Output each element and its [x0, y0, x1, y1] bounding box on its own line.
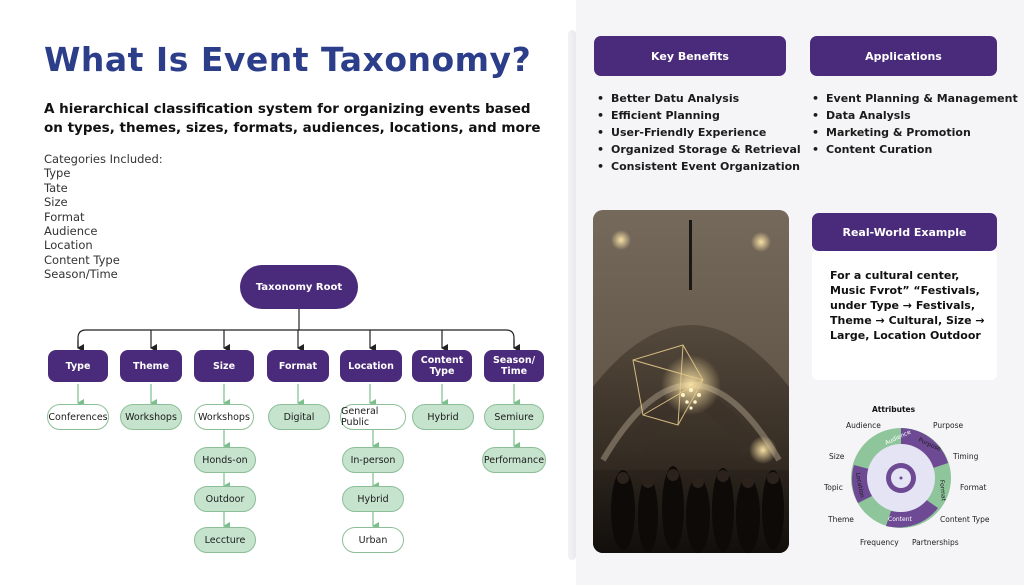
category-node-type[interactable]: Type [48, 350, 108, 382]
attribute-label: Timing [953, 452, 979, 461]
category-item: Format [44, 209, 85, 224]
taxonomy-tree: Taxonomy Root Type Theme Size Format Loc… [47, 265, 546, 553]
leaf-semiure[interactable]: Semiure [484, 404, 544, 430]
category-node-label: Season/ Time [492, 355, 536, 377]
ring-label-content: Content [888, 516, 913, 523]
real-world-example-card [812, 250, 997, 380]
categories-heading: Categories Included: [44, 152, 163, 166]
leaf-general-public[interactable]: General Public [340, 404, 406, 430]
attribute-label: Topic [824, 483, 843, 492]
category-item: Type [44, 166, 71, 181]
ring-label-format: Format [938, 480, 947, 502]
category-item: Audience [44, 224, 98, 239]
category-item: Content Type [44, 252, 120, 267]
benefit-item: Consistent Event Organization [597, 158, 801, 175]
attribute-label: Content Type [940, 515, 990, 524]
attribute-label: Audience [846, 421, 881, 430]
ring-label-location: Location [854, 472, 865, 498]
real-world-example-header[interactable]: Real-World Example [812, 213, 997, 251]
category-node-location[interactable]: Location [340, 350, 402, 382]
bus-line [77, 329, 515, 348]
benefit-item: Efficient Planning [597, 107, 801, 124]
tree-connectors [77, 309, 520, 530]
category-node-label: Content Type [420, 355, 464, 377]
attribute-label: Partnerships [912, 538, 959, 547]
leaf-workshops[interactable]: Workshops [194, 404, 254, 430]
attribute-label: Purpose [933, 421, 964, 430]
category-node-theme[interactable]: Theme [120, 350, 182, 382]
leaf-hybrid[interactable]: Hybrid [342, 486, 404, 512]
category-item: Season/Time [44, 267, 118, 282]
category-node-size[interactable]: Size [194, 350, 254, 382]
category-item: Tate [44, 180, 68, 195]
attributes-wheel: Audience Purpose Location Format Content [851, 428, 951, 528]
panel-divider [568, 30, 576, 560]
real-world-example-text: For a cultural center, Music Fvrot” “Fes… [830, 269, 985, 342]
venue-illustration [593, 210, 789, 553]
key-benefits-list: Better Datu Analysis Efficient Planning … [597, 90, 801, 175]
category-item: Size [44, 195, 68, 210]
leaf-hybrid[interactable]: Hybrid [412, 404, 474, 430]
benefit-item: Organized Storage & Retrieval [597, 141, 801, 158]
leaf-in-person[interactable]: In-person [342, 447, 404, 473]
leaf-honds-on[interactable]: Honds-on [194, 447, 256, 473]
attribute-label: Format [960, 483, 987, 492]
applications-list: Event Planning & Management Data Analysl… [812, 90, 1018, 158]
categories-list: Categories Included: Type Tate Size Form… [44, 152, 163, 282]
page-subtitle: A hierarchical classification system for… [44, 101, 541, 136]
leaf-outdoor[interactable]: Outdoor [194, 486, 256, 512]
category-node-content-type[interactable]: Content Type [412, 350, 472, 382]
leaf-workshops[interactable]: Workshops [120, 404, 182, 430]
benefit-item: User-Friendly Experience [597, 124, 801, 141]
event-venue-photo [593, 210, 789, 553]
category-node-format[interactable]: Format [267, 350, 329, 382]
attribute-label: Frequency [860, 538, 899, 547]
application-item: Marketing & Promotion [812, 124, 1018, 141]
application-item: Event Planning & Management [812, 90, 1018, 107]
category-item: Location [44, 238, 93, 253]
category-node-season-time[interactable]: Season/ Time [484, 350, 544, 382]
attribute-label: Theme [828, 515, 854, 524]
applications-header[interactable]: Applications [810, 36, 997, 76]
leaf-digital[interactable]: Digital [268, 404, 330, 430]
attribute-label: Size [829, 452, 845, 461]
leaf-conferences[interactable]: Conferences [47, 404, 109, 430]
attributes-title: Attributes [872, 405, 916, 414]
leaf-performance[interactable]: Performance [482, 447, 546, 473]
leaf-leccture[interactable]: Leccture [194, 527, 256, 553]
taxonomy-root-node[interactable]: Taxonomy Root [240, 265, 358, 309]
application-item: Data Analysls [812, 107, 1018, 124]
application-item: Content Curation [812, 141, 1018, 158]
page-title: What Is Event Taxonomy? [44, 40, 532, 79]
leaf-urban[interactable]: Urban [342, 527, 404, 553]
key-benefits-header[interactable]: Key Benefits [594, 36, 786, 76]
benefit-item: Better Datu Analysis [597, 90, 801, 107]
